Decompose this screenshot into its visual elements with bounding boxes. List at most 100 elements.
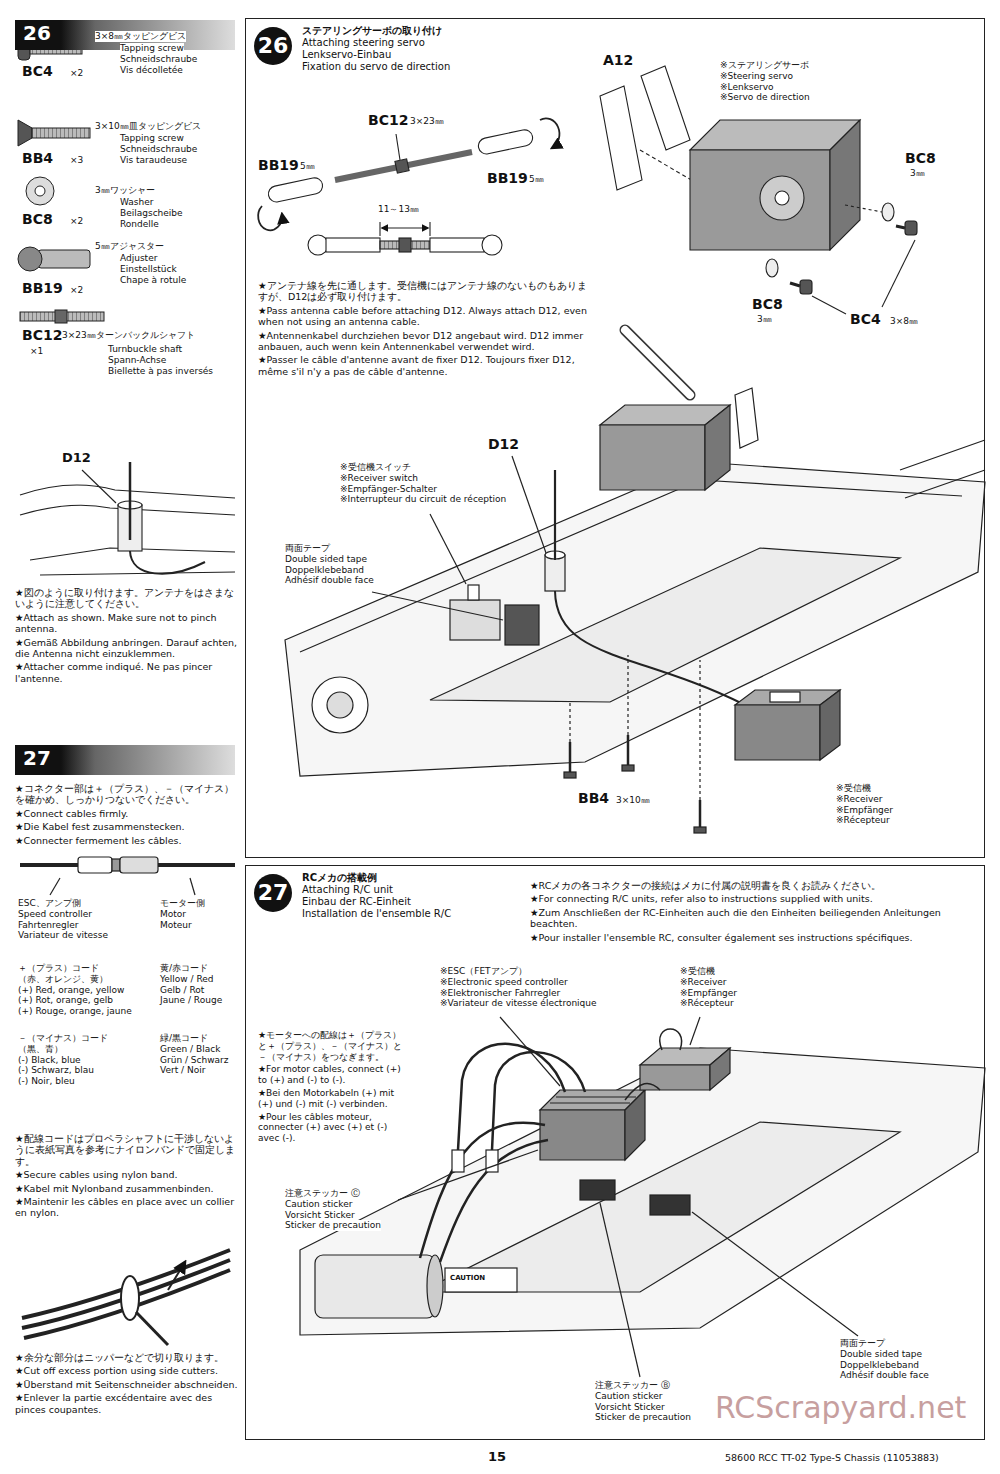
part-code: BC12 <box>22 327 62 344</box>
label-group: RCScrapyard.net <box>715 1390 985 1426</box>
part-name: Washer <box>120 197 153 208</box>
part-name: ※Elektronischer Fahrregler <box>440 988 560 999</box>
note: ★Antennenkabel durchziehen bevor D12 ang… <box>258 330 593 353</box>
part-code: D12 <box>488 436 519 453</box>
note: ★Überstand mit Seitenschneider abschneid… <box>15 1379 240 1390</box>
part-name: Turnbuckle shaft <box>108 344 182 355</box>
part-name: Vorsicht Sticker <box>285 1210 355 1221</box>
label-group: BB19 <box>258 157 298 174</box>
label-group: 3㎜ <box>757 314 787 325</box>
label-group: ※受信機※Receiver※Empfänger※Récepteur <box>680 966 790 1009</box>
part-name: Biellette à pas inversés <box>108 366 213 377</box>
chassis-drawing <box>285 330 985 833</box>
quantity: ×1 <box>30 346 43 357</box>
connector-label: Moteur <box>160 920 192 931</box>
part-code: A12 <box>603 52 633 69</box>
note: ★Pour installer l'ensemble RC, consulter… <box>530 932 970 943</box>
part-name: Caution sticker <box>285 1199 352 1210</box>
part-name: 両面テープ <box>285 543 330 554</box>
step-title: Fixation du servo de direction <box>302 61 450 73</box>
part-name: ※受信機 <box>680 966 715 977</box>
part-name: Doppelklebeband <box>840 1360 919 1371</box>
quantity: ×3 <box>70 155 83 166</box>
label-group: BB4 <box>22 150 72 167</box>
part-code: BC8 <box>22 211 53 228</box>
label-group: AdjusterEinstellstückChape à rotule <box>120 253 238 285</box>
part-code: BC4 <box>850 311 881 328</box>
part-name: 注意ステッカー Ⓑ <box>595 1380 670 1391</box>
part-code: BC4 <box>22 63 53 80</box>
label-group: 3×8㎜ <box>890 316 940 327</box>
part-name: Beilagscheibe <box>120 208 183 219</box>
sticker-text: CAUTION <box>450 1274 485 1282</box>
step-number: 26 <box>254 27 292 65</box>
note: ★Connecter fermement les câbles. <box>15 835 240 846</box>
label-group: ×3 <box>70 155 94 166</box>
label-group: ×2 <box>70 68 94 79</box>
step-number: 27 <box>254 874 292 912</box>
dimension: 3㎜ <box>757 314 772 325</box>
note: ★Secure cables using nylon band. <box>15 1169 240 1180</box>
nylon-band-drawing <box>22 1250 230 1345</box>
label-group: ★図のように取り付けます。アンテナをはさまないように注意してください。★Atta… <box>15 587 240 686</box>
label-group: 15 <box>488 1449 512 1465</box>
label-group: D12 <box>62 450 102 466</box>
note: ★余分な部分はニッパーなどで切り取ります。 <box>15 1352 240 1363</box>
step-title: ステアリングサーボの取り付け <box>302 25 442 37</box>
part-name: Chape à rotule <box>120 275 186 286</box>
part-name: 3㎜ワッシャー <box>95 185 155 196</box>
dimension: 3㎜ <box>910 168 925 179</box>
part-name: Vis décolletée <box>120 65 183 76</box>
label-group: Tapping screwSchneidschraubeVis taraudeu… <box>120 133 238 165</box>
label-group: BB4 <box>578 790 618 807</box>
part-name: 3×23㎜ターンバックルシャフト <box>62 330 195 341</box>
wire-color: Green / Black <box>160 1044 220 1055</box>
label-group: 3㎜ワッシャー <box>95 185 235 196</box>
part-name: Double sided tape <box>285 554 367 565</box>
label-group: A12 <box>603 52 643 69</box>
note: ★For connecting R/C units, refer also to… <box>530 893 970 904</box>
connector-drawing <box>20 857 235 895</box>
dimension: 11～13㎜ <box>378 204 419 215</box>
note: ★Pour les câbles moteur, connecter (+) a… <box>258 1112 408 1144</box>
label-group: BC12 <box>22 327 62 344</box>
part-name: Sticker de precaution <box>285 1220 381 1231</box>
connector-label: Fahrtenregler <box>18 920 79 931</box>
label-group: ★モーターへの配線は＋（プラス）と＋（プラス）、－（マイナス）と－（マイナス）を… <box>258 1030 408 1146</box>
page-number: 15 <box>488 1449 506 1465</box>
part-name: Doppelklebeband <box>285 565 364 576</box>
label-group: ＋（プラス）コード（赤、オレンジ、黄）(+) Red, orange, yell… <box>18 963 158 1017</box>
note: ★Maintenir les câbles en place avec un c… <box>15 1196 240 1219</box>
part-name: ※Steering servo <box>720 71 793 82</box>
label-group: ★アンテナ線を先に通します。受信機にはアンテナ線のないものもありますが、D12は… <box>258 280 593 379</box>
part-name: Vis taraudeuse <box>120 155 187 166</box>
part-code: BB4 <box>578 790 609 807</box>
wire-color: (-) Black, blue <box>18 1055 81 1066</box>
label-group: ※ESC（FETアンプ）※Electronic speed controller… <box>440 966 630 1009</box>
label-group: 11～13㎜ <box>378 204 438 215</box>
part-name: ※受信機スイッチ <box>340 462 411 473</box>
note: ★Pass antenna cable before attaching D12… <box>258 305 593 328</box>
connector-label: Variateur de vitesse <box>18 930 108 941</box>
wire-color: Gelb / Rot <box>160 985 204 996</box>
note: ★Kabel mit Nylonband zusammenbinden. <box>15 1183 240 1194</box>
note: ★Enlever la partie excédentaire avec des… <box>15 1392 240 1415</box>
wire-color: Grün / Schwarz <box>160 1055 229 1066</box>
wire-color: Yellow / Red <box>160 974 214 985</box>
quantity: ×2 <box>70 216 83 227</box>
note: ★アンテナ線を先に通します。受信機にはアンテナ線のないものもありますが、D12は… <box>258 280 593 303</box>
note: ★Attach as shown. Make sure not to pinch… <box>15 612 240 635</box>
step-number: 27 <box>23 745 51 771</box>
watermark: RCScrapyard.net <box>715 1390 966 1426</box>
part-name: Schneidschraube <box>120 54 197 65</box>
label-group: BC4 <box>22 63 72 80</box>
dimension: 3×8㎜ <box>890 316 918 327</box>
part-name: ※Empfänger <box>836 805 893 816</box>
label-group: 両面テープDouble sided tapeDoppelklebebandAdh… <box>285 543 395 586</box>
wire-color: (-) Schwarz, blau <box>18 1065 94 1076</box>
note: ★配線コードはプロペラシャフトに干渉しないように表紙写真を参考にナイロンバンドで… <box>15 1133 240 1167</box>
quantity: ×2 <box>70 68 83 79</box>
step-title: Installation de l'ensemble R/C <box>302 908 451 920</box>
part-name: Tapping screw <box>120 43 184 54</box>
part-name: ※ステアリングサーボ <box>720 60 809 71</box>
